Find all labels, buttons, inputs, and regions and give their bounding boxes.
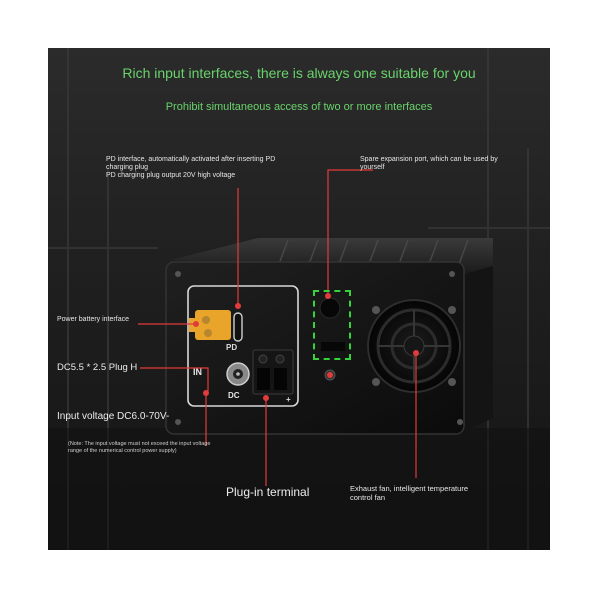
fan-screw-icon <box>448 378 456 386</box>
fan-screw-icon <box>372 378 380 386</box>
callout-power-battery: Power battery interface <box>57 316 129 323</box>
callout-dot <box>193 321 199 327</box>
headline: Rich input interfaces, there is always o… <box>122 65 476 81</box>
callout-dc-plug: DC5.5 * 2.5 Plug H <box>57 362 138 373</box>
subheadline: Prohibit simultaneous access of two or m… <box>165 101 433 113</box>
callout-dot <box>325 293 331 299</box>
callout-dot <box>413 350 419 356</box>
dc-mark: DC <box>228 391 240 400</box>
screw-icon <box>449 271 455 277</box>
plus-mark: + <box>286 395 291 404</box>
usb-c-port <box>233 312 243 342</box>
callout-line-dc-plug <box>140 367 209 393</box>
enclosure-side <box>461 266 493 433</box>
screw-icon <box>175 271 181 277</box>
callout-note: (Note: The input voltage must not exceed… <box>68 441 211 454</box>
callout-pd-interface: PD interface, automatically activated af… <box>106 156 276 179</box>
spare-port-highlight <box>313 290 351 360</box>
product-image: Rich input interfaces, there is always o… <box>48 48 550 550</box>
callout-input-voltage: Input voltage DC6.0-70V- <box>57 411 170 422</box>
interface-outline <box>187 285 299 407</box>
fan-screw-icon <box>448 306 456 314</box>
callout-dot <box>263 395 269 401</box>
pd-mark: PD <box>226 343 237 352</box>
callout-dot <box>235 303 241 309</box>
fan-screw-icon <box>372 306 380 314</box>
spare-port-rect <box>321 342 345 351</box>
xt60-connector <box>195 310 231 340</box>
callout-line-spare <box>327 169 373 296</box>
callout-dot <box>203 390 209 396</box>
callout-exhaust-fan: Exhaust fan, intelligent temperature con… <box>350 484 468 502</box>
power-supply-device: PD IN DC + <box>138 169 493 486</box>
in-mark: IN <box>193 367 202 377</box>
callout-plug-in-terminal: Plug-in terminal <box>226 485 310 499</box>
callout-dot <box>327 372 333 378</box>
callout-spare-port: Spare expansion port, which can be used … <box>360 156 498 171</box>
screw-icon <box>175 419 181 425</box>
screw-icon <box>457 419 463 425</box>
